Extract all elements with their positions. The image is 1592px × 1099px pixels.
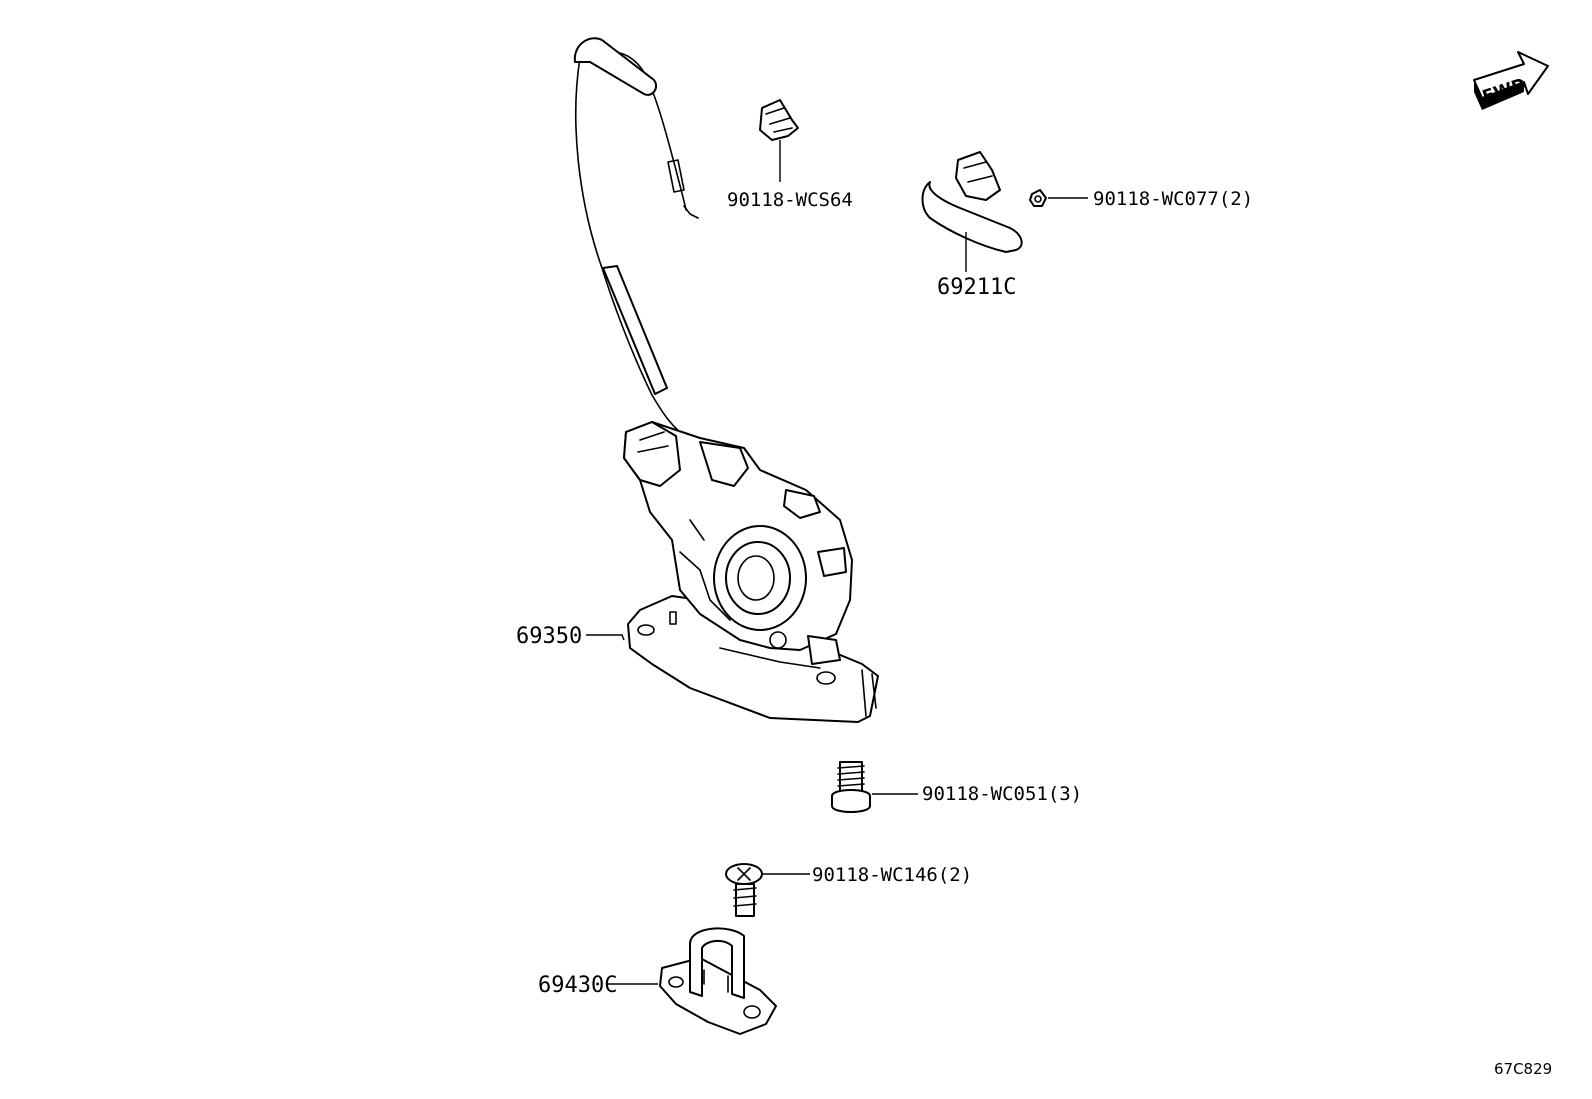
striker-part <box>608 927 777 1035</box>
lock-assembly-part <box>586 421 879 723</box>
callout-handle: 69211C <box>937 275 1016 300</box>
nut-part <box>1029 189 1088 207</box>
callout-bolt: 90118-WC051(3) <box>922 783 1082 805</box>
diagram-code: 67C829 <box>1494 1060 1552 1078</box>
fwd-arrow-icon: FWD <box>1473 51 1549 110</box>
callout-clip-top: 90118-WCS64 <box>727 189 853 211</box>
callout-nut: 90118-WC077(2) <box>1093 188 1253 210</box>
handle-part <box>921 151 1023 272</box>
control-cable <box>573 37 699 441</box>
callout-lock-assembly: 69350 <box>516 624 582 649</box>
callout-screw: 90118-WC146(2) <box>812 864 972 886</box>
bolt-part <box>831 761 918 813</box>
screw-part <box>725 863 810 917</box>
clip-part <box>759 99 799 182</box>
callout-striker: 69430C <box>538 973 617 998</box>
